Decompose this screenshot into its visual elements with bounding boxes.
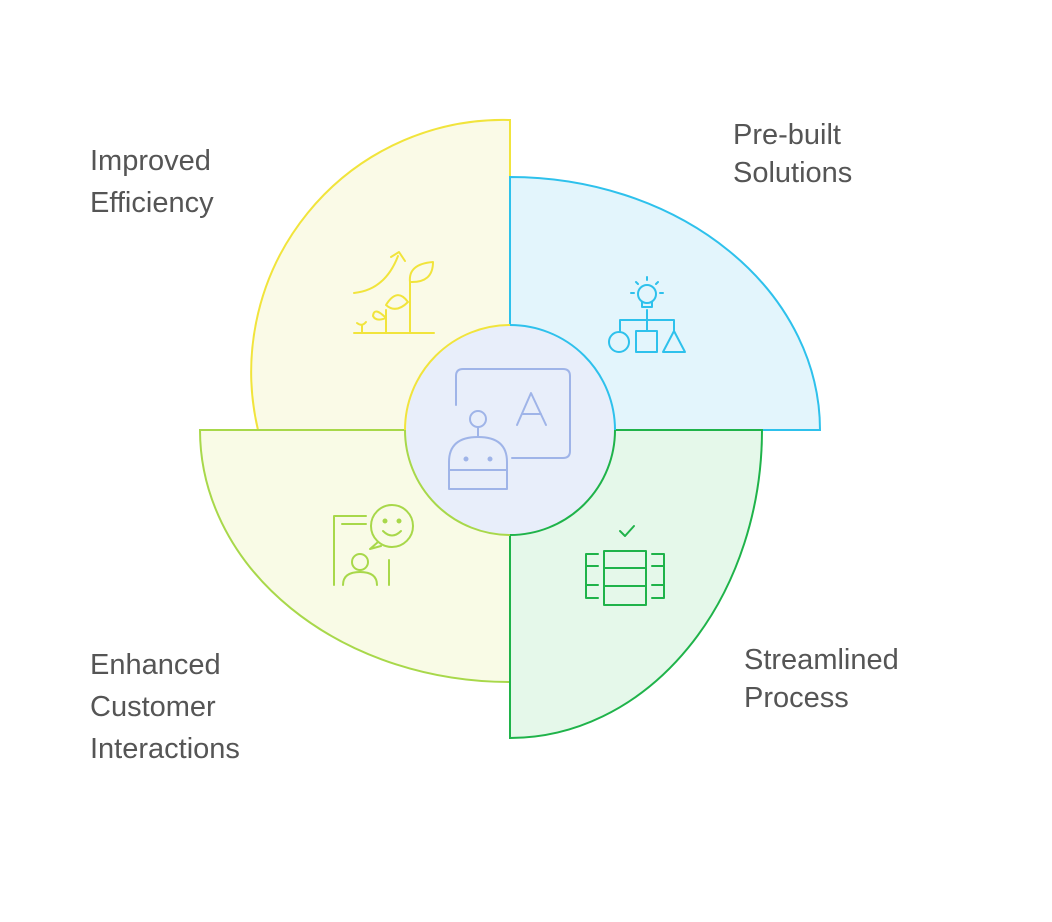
chat-smiley-person-icon — [333, 504, 414, 586]
label-improved-efficiency: Improved Efficiency — [90, 145, 214, 219]
center-circle — [405, 325, 615, 535]
server-check-icon — [585, 525, 665, 606]
lightbulb-shapes-icon — [608, 276, 686, 353]
ai-robot-icon — [448, 368, 571, 490]
label-prebuilt-solutions: Pre-built Solutions — [733, 119, 853, 189]
growth-plant-icon — [353, 251, 435, 334]
label-enhanced-customer-interactions: Enhanced Customer Interactions — [90, 649, 240, 765]
label-streamlined-process: Streamlined Process — [744, 644, 899, 714]
